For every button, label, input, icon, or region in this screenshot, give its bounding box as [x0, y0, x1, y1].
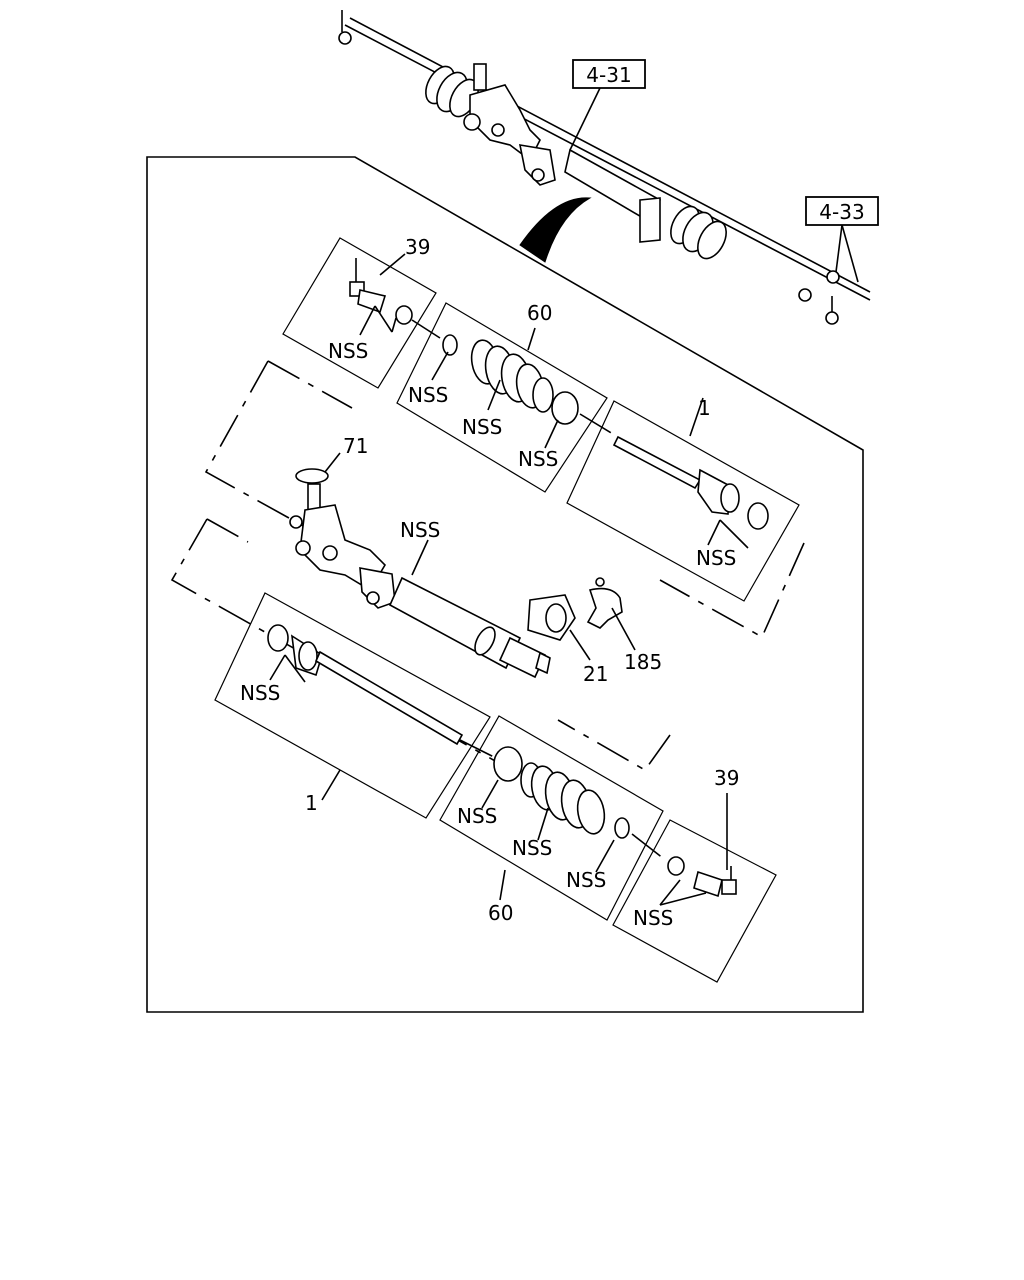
ref-box-rack-assembly: 4-31	[569, 59, 646, 151]
group-tie-rod-end-upper: 39 NSS	[282, 235, 437, 389]
callout-clamp: 185	[624, 650, 662, 674]
upper-valve-housing	[463, 63, 556, 186]
connection-lines	[411, 319, 669, 863]
callout-tie-rod-end-lower: 39	[714, 766, 739, 790]
nss-label-boot-clamp-large-upper: NSS	[518, 447, 558, 471]
nss-label-boot-upper: NSS	[462, 415, 502, 439]
group-boot-kit-upper: 60 NSS NSS NSS	[396, 301, 608, 493]
nss-label-boot-clamp-large-lower: NSS	[457, 804, 497, 828]
nss-label-boot-clamp-small-upper: NSS	[408, 383, 448, 407]
nss-label-inner-rod-upper: NSS	[696, 546, 736, 570]
ref-label-nut: 4-33	[819, 200, 864, 224]
group-tie-rod-end-lower: 39 NSS	[612, 766, 777, 983]
nss-label-boot-clamp-small-lower: NSS	[566, 868, 606, 892]
callout-boot-kit-upper: 60	[527, 301, 552, 325]
callout-cap: 71	[343, 434, 368, 458]
nss-label-inner-rod-lower: NSS	[240, 681, 280, 705]
callout-boot-kit-lower: 60	[488, 901, 513, 925]
upper-right-boot	[639, 197, 727, 260]
nss-label-tre-upper: NSS	[328, 339, 368, 363]
callout-inner-tie-rod-lower: 1	[305, 791, 318, 815]
group-inner-tie-rod-upper: 1 NSS	[566, 396, 800, 602]
nss-label-tre-lower: NSS	[633, 906, 673, 930]
callout-tie-rod-end-upper: 39	[405, 235, 430, 259]
ref-box-nut: 4-33	[805, 196, 879, 283]
exploded-view-frame	[146, 156, 864, 1013]
nss-label-housing: NSS	[400, 518, 440, 542]
callout-inner-tie-rod-upper: 1	[698, 396, 711, 420]
rack-assembly-overview: 4-31 4-33	[338, 10, 879, 325]
group-boot-kit-lower: NSS NSS NSS 60	[439, 715, 664, 925]
group-inner-tie-rod-lower: NSS 1	[214, 592, 491, 819]
nss-label-boot-lower: NSS	[512, 836, 552, 860]
ref-label-rack-assembly: 4-31	[586, 63, 631, 87]
callout-mount-rubber: 21	[583, 662, 608, 686]
exploded-view-arrow	[519, 197, 592, 263]
